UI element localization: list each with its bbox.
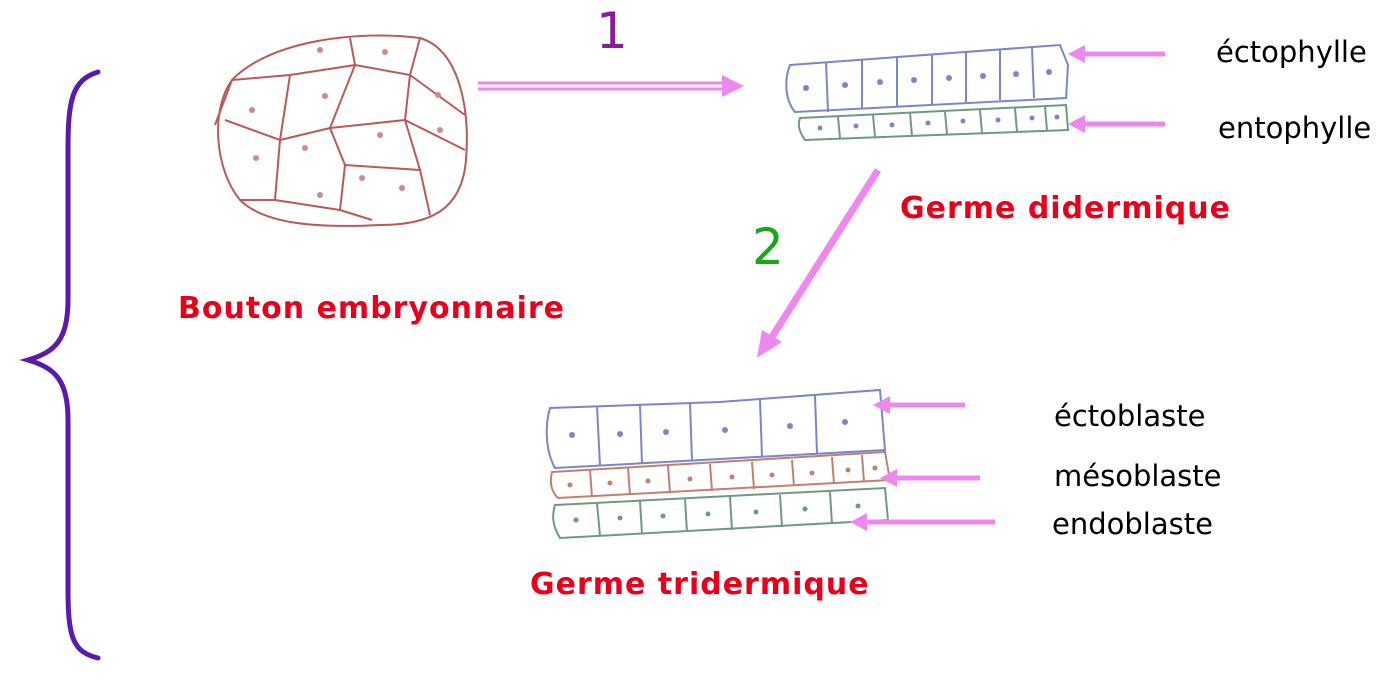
ectophylle-pointer-arrow bbox=[1068, 45, 1165, 63]
step-one-arrow bbox=[478, 75, 744, 97]
bouton-nuclei bbox=[249, 47, 443, 198]
ectoblaste-label: éctoblaste bbox=[1054, 402, 1205, 431]
step-one-label: 1 bbox=[596, 6, 628, 56]
germe-didermique-title: Germe didermique bbox=[900, 194, 1231, 224]
mesoblaste-label: mésoblaste bbox=[1054, 462, 1222, 491]
mesoblaste-pointer-arrow bbox=[880, 469, 980, 487]
didermique-ectophylle-cells bbox=[786, 45, 1068, 112]
endoblaste-pointer-arrow bbox=[850, 513, 995, 531]
bouton-embryonnaire-title: Bouton embryonnaire bbox=[178, 294, 565, 324]
endoblaste-label: endoblaste bbox=[1052, 510, 1213, 539]
step-two-label: 2 bbox=[752, 222, 784, 272]
entophylle-label: entophylle bbox=[1218, 114, 1371, 143]
germe-tridermique-title: Germe tridermique bbox=[530, 570, 870, 600]
ectophylle-label: éctophylle bbox=[1216, 38, 1367, 67]
tridermique-ectoblaste-cells bbox=[547, 390, 885, 468]
bouton-embryonnaire-cells bbox=[215, 35, 467, 225]
curly-brace bbox=[28, 72, 98, 658]
ectoblaste-pointer-arrow bbox=[873, 396, 965, 414]
entophylle-pointer-arrow bbox=[1068, 115, 1165, 133]
